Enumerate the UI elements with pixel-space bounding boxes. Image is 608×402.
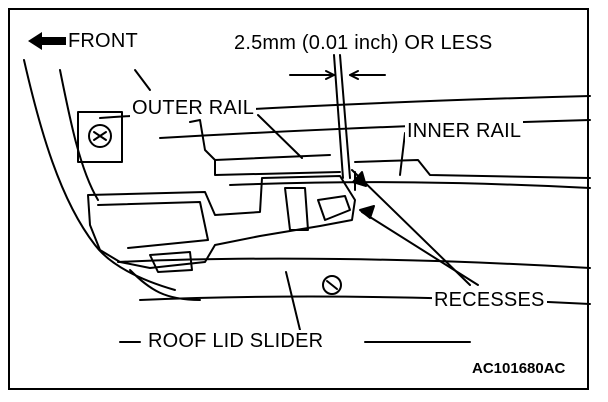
recess-leader-2 bbox=[361, 211, 479, 286]
inner-rail-label: INNER RAIL bbox=[405, 120, 524, 142]
roof-lid-slider-label: ROOF LID SLIDER bbox=[146, 330, 326, 352]
recess-arrowhead-1 bbox=[352, 171, 367, 187]
front-indicator: FRONT bbox=[26, 30, 140, 52]
outer-rail-leader bbox=[257, 114, 303, 159]
dimension-label: 2.5mm (0.01 inch) OR LESS bbox=[232, 32, 495, 54]
recess-leader-1 bbox=[351, 169, 471, 286]
recess-arrowhead-2 bbox=[359, 205, 375, 219]
outer-rail-label: OUTER RAIL bbox=[130, 97, 257, 119]
outer-rail-shape bbox=[189, 119, 331, 161]
pillar-line bbox=[59, 69, 99, 201]
slider-body bbox=[87, 175, 356, 269]
slider-inner-box bbox=[97, 201, 209, 249]
dimension-line-right bbox=[339, 54, 351, 179]
outer-rail-lower bbox=[214, 159, 341, 176]
dimension-arrowhead-right bbox=[349, 70, 359, 80]
front-label: FRONT bbox=[68, 30, 140, 52]
slider-tab bbox=[317, 195, 351, 221]
bolt-icon bbox=[88, 124, 112, 148]
left-arrow-icon bbox=[28, 32, 66, 50]
inner-rail-shape bbox=[354, 159, 591, 179]
pillar-top-line bbox=[134, 69, 151, 91]
dimension-arrowhead-left bbox=[325, 70, 335, 80]
roof-edge-line-2 bbox=[159, 119, 591, 139]
bolt-cross-mark bbox=[93, 131, 107, 141]
inner-rail-lower-line bbox=[229, 181, 591, 189]
slider-shadow-line bbox=[129, 269, 201, 301]
inner-rail-leader bbox=[399, 132, 406, 176]
figure-code: AC101680AC bbox=[472, 360, 566, 377]
slider-foot bbox=[149, 251, 193, 273]
bolt-cross-mark bbox=[326, 280, 338, 290]
bolt-icon bbox=[322, 275, 342, 295]
lower-panel-line bbox=[117, 257, 591, 269]
recesses-label: RECESSES bbox=[432, 289, 547, 311]
dimension-line-left bbox=[333, 54, 344, 179]
bolt-plate bbox=[77, 111, 123, 163]
slider-leader bbox=[285, 271, 301, 331]
slider-catch bbox=[284, 187, 309, 231]
